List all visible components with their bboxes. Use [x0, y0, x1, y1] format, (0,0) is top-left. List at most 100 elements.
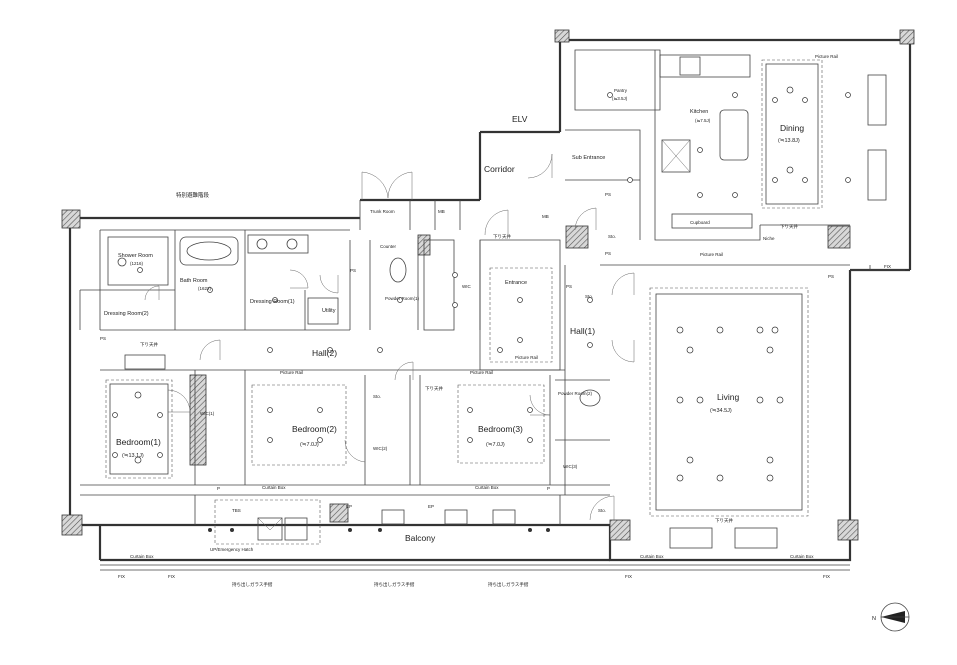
counter-label: Counter — [380, 244, 397, 249]
ac-unit — [492, 509, 516, 525]
balcony-label: Balcony — [405, 533, 436, 543]
down-ceiling-label: 下り天井 — [780, 223, 798, 230]
column — [609, 519, 631, 541]
fridge — [661, 139, 691, 173]
annotation-labels: PS PS PS PS PS PS Sto. Sto. Sto. Sto. EP… — [100, 54, 891, 588]
ps-label: PS — [100, 336, 106, 341]
utility-label: Utility — [322, 308, 336, 314]
bath-room-label: Bath Room — [180, 278, 208, 284]
interior-walls — [79, 49, 850, 525]
bedroom-2-area-label: (≒7.0J) — [300, 442, 319, 448]
sto-label: Sto. — [585, 294, 593, 299]
glass-rail-label: 持ち出しガラス手摺 — [232, 581, 273, 588]
bedroom-3-area-label: (≒7.0J) — [486, 442, 505, 448]
fix-label: FIX — [823, 574, 830, 579]
powder-room-1-label: Powder Room(1) — [385, 296, 420, 301]
ceiling-lamps — [112, 86, 851, 532]
toilet — [579, 389, 601, 407]
wic-3-label: WIC(3) — [563, 464, 578, 469]
north-arrow — [880, 602, 910, 632]
column — [827, 225, 851, 249]
down-ceiling-label: 下り天井 — [493, 233, 511, 240]
ep-label: EP — [346, 504, 352, 509]
powder-room-2-label: Powder Room(2) — [558, 391, 593, 396]
shower-drain — [117, 257, 127, 267]
hall-1-label: Hall(1) — [570, 326, 595, 336]
bench-sofa — [867, 74, 887, 126]
kitchen-label: Kitchen — [690, 109, 708, 115]
bedroom-1-label: Bedroom(1) — [116, 437, 161, 447]
sofa — [734, 527, 778, 549]
picture-rail-label: Picture Rail — [815, 54, 838, 59]
shoe-cabinet — [423, 239, 455, 331]
north-label: N — [872, 616, 876, 622]
hatch-box — [284, 517, 308, 541]
niche-label: Niche — [763, 236, 775, 241]
bench-sofa — [867, 149, 887, 201]
ps-label: PS — [605, 251, 611, 256]
ceiling-outlines — [105, 59, 823, 545]
sto-label: Sto. — [373, 394, 381, 399]
wic-top-label: WIC — [462, 284, 471, 289]
mb-label-1: MB — [438, 209, 445, 214]
toilet — [389, 257, 407, 283]
shower-room-label: Shower Room — [118, 253, 153, 259]
shower-area-label: (1216) — [130, 261, 144, 266]
curtain-box-label: Curtain Box — [640, 554, 664, 559]
picture-rail-label: Picture Rail — [515, 355, 538, 360]
column — [61, 209, 81, 229]
living-area-label: (≒34.5J) — [710, 408, 732, 414]
kitchen-counter — [659, 54, 751, 78]
curtain-box-label: Curtain Box — [262, 485, 286, 490]
down-ceiling-label: 下り天井 — [140, 341, 158, 348]
fix-label: FIX — [625, 574, 632, 579]
sofa — [669, 527, 713, 549]
curtain-box-label: Curtain Box — [475, 485, 499, 490]
room-labels: ELV Corridor 特別避難階段 Trunk Room MB MB Sho… — [104, 88, 804, 552]
sto-label: Sto. — [608, 234, 616, 239]
door-swings — [144, 153, 635, 521]
ep-label: EP — [428, 504, 434, 509]
dining-label: Dining — [780, 123, 804, 133]
wic-2-label: WIC(2) — [373, 446, 388, 451]
shower-tray — [107, 236, 169, 286]
ps-label: PS — [828, 274, 834, 279]
curtain-box-label: Curtain Box — [130, 554, 154, 559]
ps-label: PS — [566, 284, 572, 289]
vanity-counter — [247, 234, 309, 254]
hall-2-label: Hall(2) — [312, 348, 337, 358]
fix-label: FIX — [118, 574, 125, 579]
pantry-label: Pantry — [614, 88, 628, 93]
glass-rail-label: 持ち出しガラス手摺 — [374, 581, 415, 588]
curtain-box-label: Curtain Box — [790, 554, 814, 559]
dressing-room-2-label: Dressing Room(2) — [104, 311, 149, 317]
bedroom-3-label: Bedroom(3) — [478, 424, 523, 434]
column — [554, 29, 570, 43]
entrance-label: Entrance — [505, 280, 527, 286]
fix-label: FIX — [884, 264, 891, 269]
picture-rail-label: Picture Rail — [470, 370, 493, 375]
ps-label: PS — [605, 192, 611, 197]
living-label: Living — [717, 392, 739, 402]
kitchen-area-label: (≒7.5J) — [695, 118, 711, 123]
bathtub — [179, 236, 239, 266]
fix-label: FIX — [168, 574, 175, 579]
exterior-walls — [61, 29, 915, 562]
bedroom-2-label: Bedroom(2) — [292, 424, 337, 434]
down-ceiling-label: 下り天井 — [715, 517, 733, 524]
column — [189, 374, 207, 466]
picture-rail-label: Picture Rail — [280, 370, 303, 375]
kitchen-island — [719, 109, 749, 161]
sto-label: Sto. — [598, 508, 606, 513]
sink — [286, 238, 298, 250]
sink — [256, 238, 268, 250]
picture-rail-label: Picture Rail — [700, 252, 723, 257]
glass-rail-label: 持ち出しガラス手摺 — [488, 581, 529, 588]
evac-stair-label: 特別避難階段 — [176, 191, 210, 199]
washer — [307, 297, 339, 325]
bath-area-label: (1622) — [198, 286, 212, 291]
ac-unit — [444, 509, 468, 525]
cupboard-label: Cupboard — [690, 220, 710, 225]
bench — [124, 354, 166, 370]
